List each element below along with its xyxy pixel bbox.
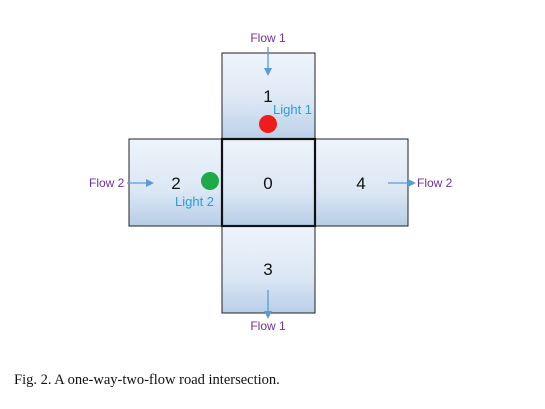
flow-left-label: Flow 2 (89, 176, 125, 190)
cell-4-label: 4 (356, 174, 365, 193)
cell-2-label: 2 (171, 174, 180, 193)
light-1-signal (259, 115, 277, 133)
cell-0-box (220, 137, 317, 228)
flow-right-label: Flow 2 (417, 176, 453, 190)
flow-bottom-label: Flow 1 (250, 319, 286, 333)
cell-0-label: 0 (263, 174, 272, 193)
light-2-signal (201, 172, 219, 190)
light-2-label: Light 2 (175, 194, 214, 209)
flow-top-label: Flow 1 (250, 31, 286, 45)
figure-caption: Fig. 2. A one-way-two-flow road intersec… (14, 372, 280, 388)
light-1-label: Light 1 (273, 102, 312, 117)
cell-3-label: 3 (263, 260, 272, 279)
cell-1-label: 1 (263, 87, 272, 106)
